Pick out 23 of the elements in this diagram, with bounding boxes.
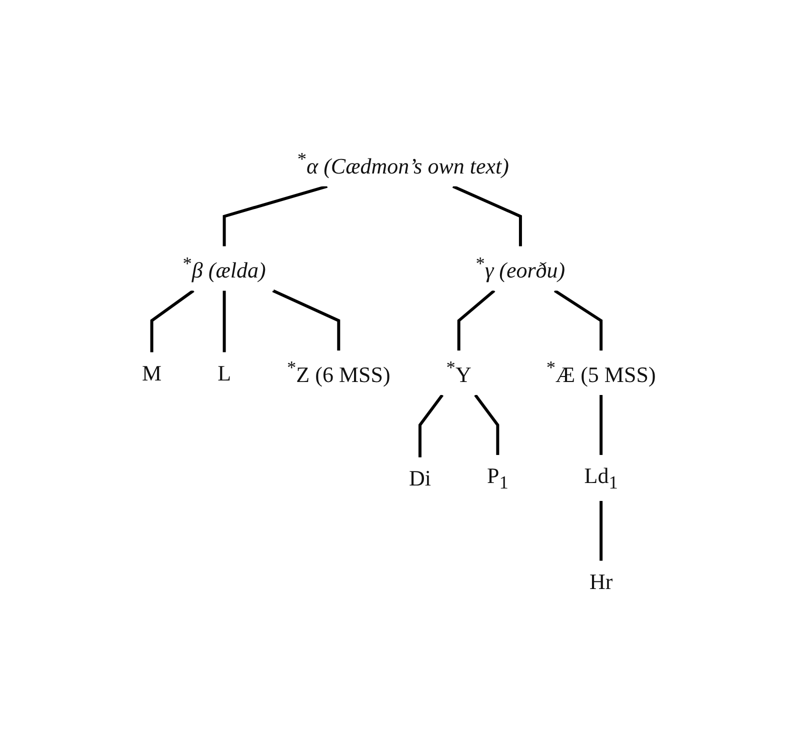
connector xyxy=(150,289,194,352)
connector xyxy=(222,184,328,246)
node-text: $^{*}$γ (eorðu) xyxy=(475,252,565,282)
connector xyxy=(474,394,499,455)
node-text: $^{*}$α (Cædmon’s own text) xyxy=(296,148,509,178)
connector xyxy=(599,500,602,560)
connector xyxy=(418,394,444,457)
connector xyxy=(222,290,226,352)
node-text: $^{*}$β (ælda) xyxy=(182,252,266,282)
node-text: Di xyxy=(408,464,431,490)
node-text: Hr xyxy=(589,568,612,594)
connector xyxy=(554,288,602,350)
node-text: L xyxy=(217,360,231,385)
node-text: $^{*}$Æ (5 MSS) xyxy=(546,357,656,387)
node-text: $^{*}$Z (6 MSS) xyxy=(286,357,390,387)
node-text: $^{*}$Y xyxy=(446,357,471,387)
node-text: P$_{1}$ xyxy=(486,462,508,492)
connector xyxy=(599,394,602,455)
connector xyxy=(452,184,522,246)
connector xyxy=(272,288,340,350)
node-text: M xyxy=(142,360,162,385)
node-text: Ld$_{1}$ xyxy=(584,462,618,492)
connector xyxy=(456,289,495,350)
